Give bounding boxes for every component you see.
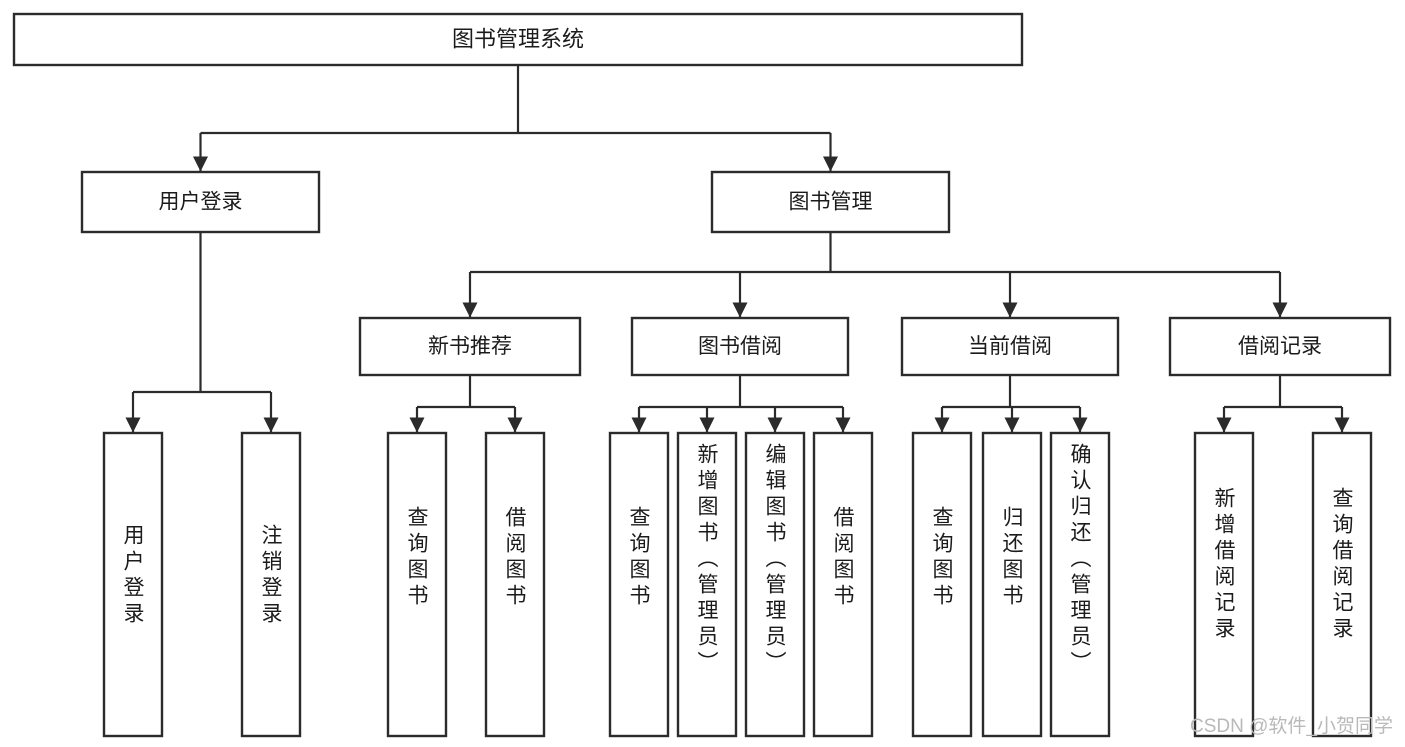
node-box-leaf-query-record[interactable] — [1311, 431, 1373, 738]
node-box-leaf-query-book-1[interactable] — [386, 431, 448, 738]
node-box-leaf-return-book[interactable] — [981, 431, 1043, 738]
arrow-head-icon — [409, 417, 425, 433]
node-label-current-borrow: 当前借阅 — [968, 335, 1052, 358]
arrow-head-icon — [1334, 417, 1350, 433]
node-box-root[interactable] — [12, 12, 1024, 67]
node-box-leaf-user-logout[interactable] — [240, 431, 302, 738]
connector-new-book-to-leaves — [409, 375, 523, 433]
node-box-borrow-record[interactable] — [1168, 316, 1392, 377]
node-box-current-borrow[interactable] — [900, 316, 1120, 377]
arrow-head-icon — [699, 417, 715, 433]
node-label-borrow-record: 借阅记录 — [1238, 335, 1322, 358]
node-box-leaf-user-login[interactable] — [102, 431, 164, 738]
node-label-new-book-recommend: 新书推荐 — [428, 335, 512, 358]
node-label-book-manage: 图书管理 — [789, 191, 873, 214]
node-box-leaf-query-book-2[interactable] — [608, 431, 670, 738]
arrow-head-icon — [1072, 417, 1088, 433]
node-box-leaf-borrow-book-2[interactable] — [812, 431, 874, 738]
arrow-head-icon — [835, 417, 851, 433]
connector-user-login-to-leaves — [125, 232, 279, 433]
watermark-text: CSDN @软件_小贺同学 — [1190, 716, 1393, 737]
node-box-leaf-confirm-return[interactable] — [1049, 431, 1111, 738]
arrow-head-icon — [631, 417, 647, 433]
connector-book-borrow-to-leaves — [631, 375, 851, 433]
node-box-leaf-add-book[interactable] — [676, 431, 738, 738]
node-box-leaf-edit-book[interactable] — [744, 431, 806, 738]
node-box-book-manage[interactable] — [710, 170, 951, 234]
connector-root-to-level2 — [193, 65, 838, 172]
arrow-head-icon — [767, 417, 783, 433]
node-box-leaf-add-record[interactable] — [1193, 431, 1255, 738]
node-label-root: 图书管理系统 — [452, 26, 584, 51]
arrow-head-icon — [823, 156, 838, 172]
arrow-head-icon — [1272, 302, 1288, 318]
node-box-user-login[interactable] — [80, 170, 321, 234]
arrow-head-icon — [193, 156, 208, 172]
box-layer — [12, 12, 1392, 738]
arrow-head-icon — [1004, 417, 1020, 433]
connector-borrow-record-to-leaves — [1216, 375, 1350, 433]
connector-current-borrow-to-leaves — [934, 375, 1088, 433]
arrow-head-icon — [125, 417, 141, 433]
node-box-leaf-borrow-book-1[interactable] — [484, 431, 546, 738]
node-box-leaf-query-book-3[interactable] — [911, 431, 973, 738]
arrow-head-icon — [263, 417, 279, 433]
arrow-head-icon — [1216, 417, 1232, 433]
arrow-head-icon — [462, 302, 478, 318]
connector-book-manage-to-level3 — [462, 232, 1288, 318]
node-label-book-borrow: 图书借阅 — [698, 335, 782, 358]
arrow-head-icon — [732, 302, 748, 318]
arrow-head-icon — [507, 417, 523, 433]
node-box-new-book-recommend[interactable] — [358, 316, 582, 377]
node-box-book-borrow[interactable] — [630, 316, 850, 377]
node-label-user-login: 用户登录 — [159, 191, 243, 214]
arrow-head-icon — [934, 417, 950, 433]
arrow-head-icon — [1002, 302, 1018, 318]
connector-layer — [125, 65, 1350, 433]
